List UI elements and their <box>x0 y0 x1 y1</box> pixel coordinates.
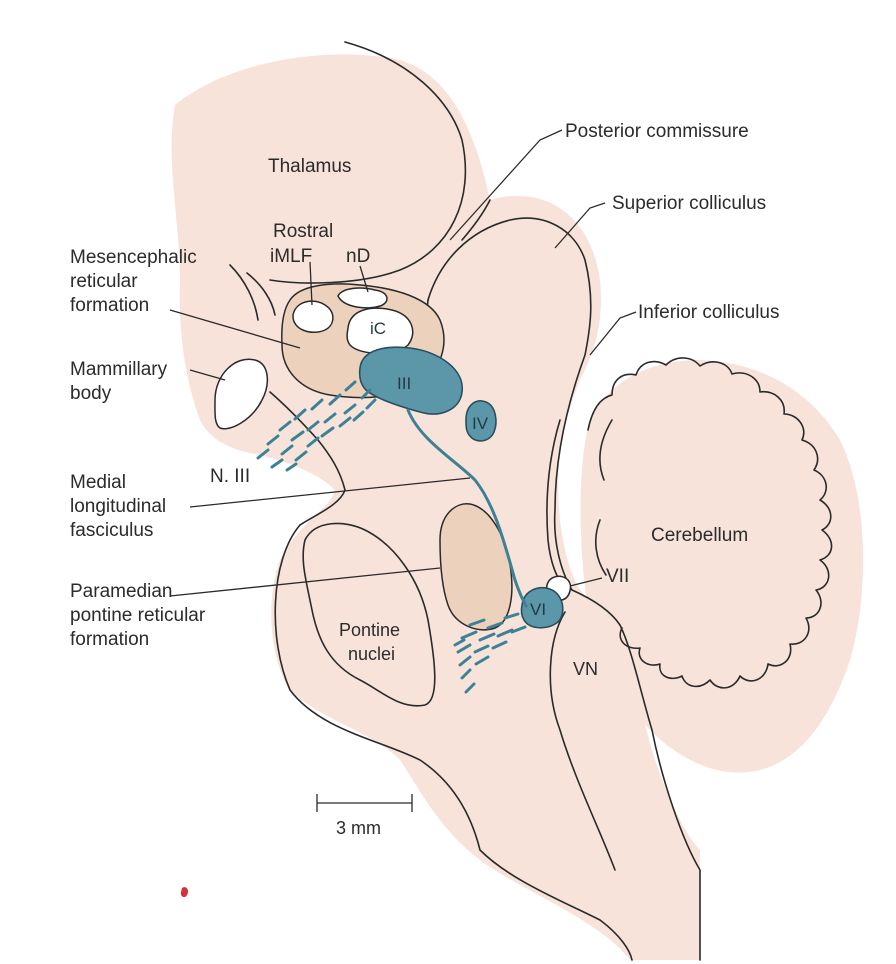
label-mesencephalic-3: formation <box>70 295 149 316</box>
rostral-imlf-nucleus <box>293 301 333 332</box>
label-mlf-1: Medial <box>70 472 126 493</box>
label-nucleus-vi: VI <box>530 600 546 619</box>
label-ic: iC <box>370 319 386 338</box>
label-inferior-colliculus: Inferior colliculus <box>638 302 780 323</box>
label-mammillary-1: Mammillary <box>70 359 168 380</box>
label-mlf-3: fasciculus <box>70 520 153 541</box>
label-nucleus-iii: III <box>397 374 411 393</box>
label-nd: nD <box>346 246 370 267</box>
label-mammillary-2: body <box>70 383 112 404</box>
label-pprf-3: formation <box>70 629 149 650</box>
label-thalamus: Thalamus <box>268 156 351 177</box>
label-scale-bar: 3 mm <box>336 818 381 838</box>
label-mesencephalic-1: Mesencephalic <box>70 247 197 268</box>
label-vn: VN <box>573 659 598 679</box>
label-cerebellum: Cerebellum <box>651 525 748 546</box>
red-mark <box>181 887 188 897</box>
label-pprf-1: Paramedian <box>70 581 172 602</box>
label-superior-colliculus: Superior colliculus <box>612 193 766 214</box>
label-posterior-commissure: Posterior commissure <box>565 121 749 142</box>
label-imlf: iMLF <box>270 246 312 267</box>
label-nucleus-iv: IV <box>472 414 489 433</box>
scale-bar <box>317 794 412 812</box>
label-mlf-2: longitudinal <box>70 496 166 517</box>
label-nuclei: nuclei <box>348 644 395 664</box>
label-mesencephalic-2: reticular <box>70 271 138 292</box>
label-rostral: Rostral <box>273 221 333 242</box>
label-pontine: Pontine <box>339 620 400 640</box>
label-vii: VII <box>606 566 629 587</box>
label-pprf-2: pontine reticular <box>70 605 206 626</box>
label-n-iii: N. III <box>210 466 250 487</box>
